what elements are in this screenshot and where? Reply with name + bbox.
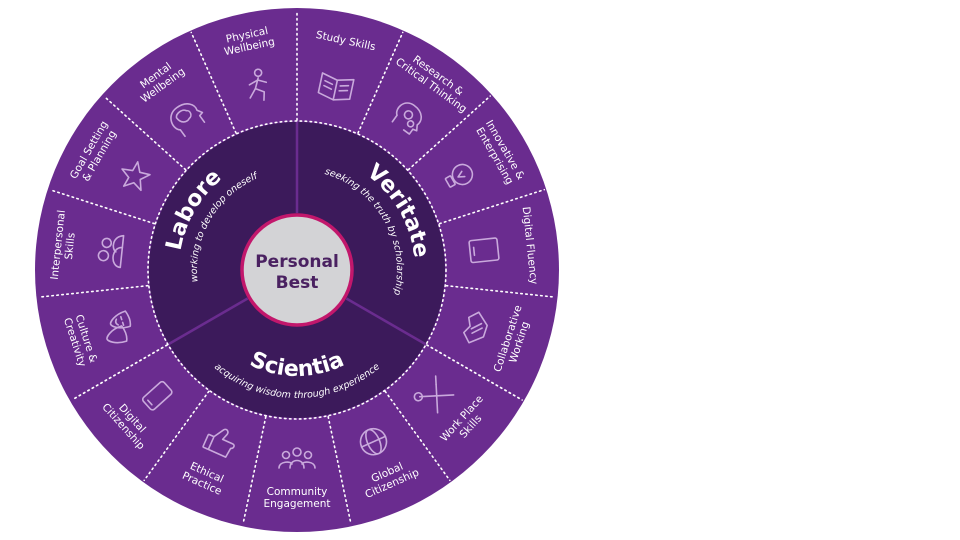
phone-icon (141, 380, 173, 411)
segment-divider (327, 415, 352, 526)
segment-divider (407, 95, 492, 171)
handshake-icon (463, 311, 488, 344)
segment-divider (190, 31, 237, 134)
segment-divider (37, 284, 149, 298)
lightbulb-icon (444, 163, 474, 188)
skill-segment-label: Skills (63, 232, 78, 260)
segment-divider (102, 95, 187, 171)
center-title-line2: Best (276, 273, 319, 293)
center-title-line1: Personal (255, 252, 339, 272)
skill-segment: Culture &Creativity (61, 310, 132, 368)
star-icon (121, 161, 151, 192)
segment-divider (71, 344, 168, 401)
segment-divider (384, 390, 451, 482)
skill-segment-label: Engagement (264, 498, 331, 510)
theatre-masks-icon (106, 310, 132, 344)
segment-divider (48, 188, 156, 225)
pillar-divider (345, 297, 426, 346)
globe-icon (359, 427, 388, 456)
head-brain-icon (170, 103, 206, 138)
pillar-divider (168, 297, 249, 346)
segment-divider (242, 415, 267, 526)
people-icon (97, 234, 125, 269)
tablet-icon (468, 237, 500, 264)
book-icon (317, 72, 355, 101)
runner-icon (248, 68, 268, 101)
ring-divider (147, 120, 447, 420)
segment-divider (357, 31, 404, 134)
skill-segment-label: Community (267, 486, 328, 498)
segment-divider (445, 284, 557, 298)
segment-divider (143, 390, 210, 482)
segment-divider (438, 188, 546, 225)
tools-icon (413, 375, 455, 414)
center-circle (240, 213, 354, 327)
thumbs-up-icon (202, 428, 235, 458)
people-group-icon (278, 447, 316, 469)
brain-gears-icon (391, 102, 423, 135)
segment-divider (426, 344, 523, 401)
